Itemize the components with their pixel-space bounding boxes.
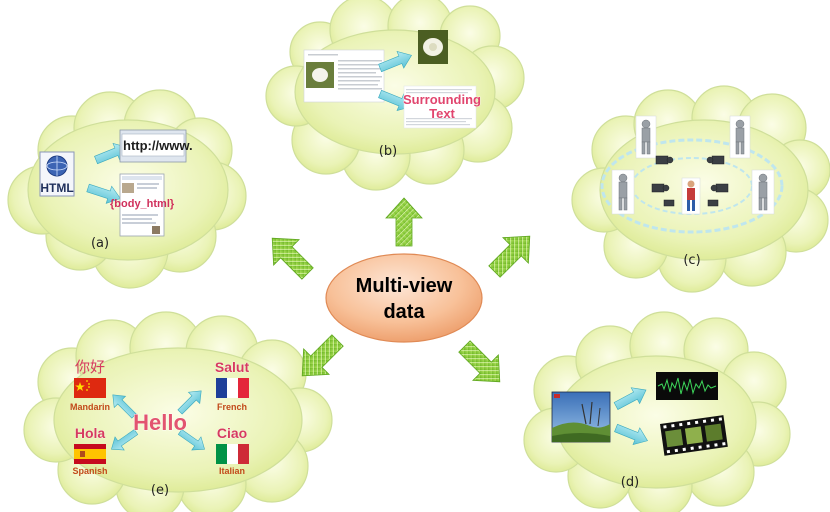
body-html-text: {body_html} [110,198,175,210]
panel-c-label: (c) [683,253,700,268]
china-flag-icon [74,378,106,398]
panel-b: Surrounding Text (b) [303,30,481,159]
center-dancer [681,177,701,215]
center-title-line2: data [383,301,425,323]
cloud-c [571,85,830,293]
italy-flag-icon [216,444,249,464]
flower-image [418,30,448,64]
cyan-arrow-e1 [112,394,137,419]
panel-d-label: (d) [621,475,639,490]
greeting-italian: Ciao [217,425,247,441]
cyan-arrow-b1 [378,50,412,73]
audio-waveform [656,372,718,400]
surrounding-text-page: Surrounding Text [403,85,481,129]
spain-flag-icon [74,444,106,464]
greeting-spanish: Hola [75,425,106,441]
panel-e: Hello 你好 Mandarin Salut French Hola Span… [70,358,250,498]
greeting-mandarin: 你好 [75,358,105,376]
france-flag-icon [216,378,249,398]
cyan-arrow-d1 [613,387,647,410]
panel-c: (c) [600,115,784,268]
arrow-up-left [271,237,314,280]
language-italian: Italian [219,466,245,476]
panel-b-label: (b) [379,144,397,159]
webpage-thumbnail: {body_html} [110,173,175,237]
film-strip [660,415,728,456]
cyan-arrow-a2 [86,183,121,204]
language-spanish: Spanish [72,466,107,476]
panel-a-label: (a) [91,236,109,251]
html-file-icon: HTML [39,151,75,197]
panel-d: (d) [551,372,728,490]
cyan-arrow-e4 [177,429,205,451]
language-french: French [217,402,247,412]
arrow-down-left [301,334,344,377]
panel-a: HTML http://www. {body_html} (a) [39,129,193,251]
surrounding-text-line2: Text [429,106,455,121]
html-file-label: HTML [40,181,73,195]
browser-address-bar: http://www. [119,129,193,163]
cyan-arrow-e3 [111,429,139,451]
camera [651,155,729,207]
video-frame [551,391,611,443]
cyan-arrow-d2 [614,423,648,446]
arrow-down-right [458,340,501,383]
dancer-figure [611,115,775,215]
panel-e-label: (e) [151,483,169,498]
surrounding-text-line1: Surrounding [403,92,481,107]
url-text: http://www. [123,138,193,153]
cyan-arrow-e2 [177,390,202,415]
center-title-line1: Multi-view [356,275,453,297]
arrow-up [385,197,423,247]
hello-text: Hello [133,410,187,435]
language-mandarin: Mandarin [70,402,110,412]
greeting-french: Salut [215,359,250,375]
arrow-up-right [488,235,531,278]
document-text-lines [308,54,382,90]
center-node: Multi-view data [325,253,483,343]
